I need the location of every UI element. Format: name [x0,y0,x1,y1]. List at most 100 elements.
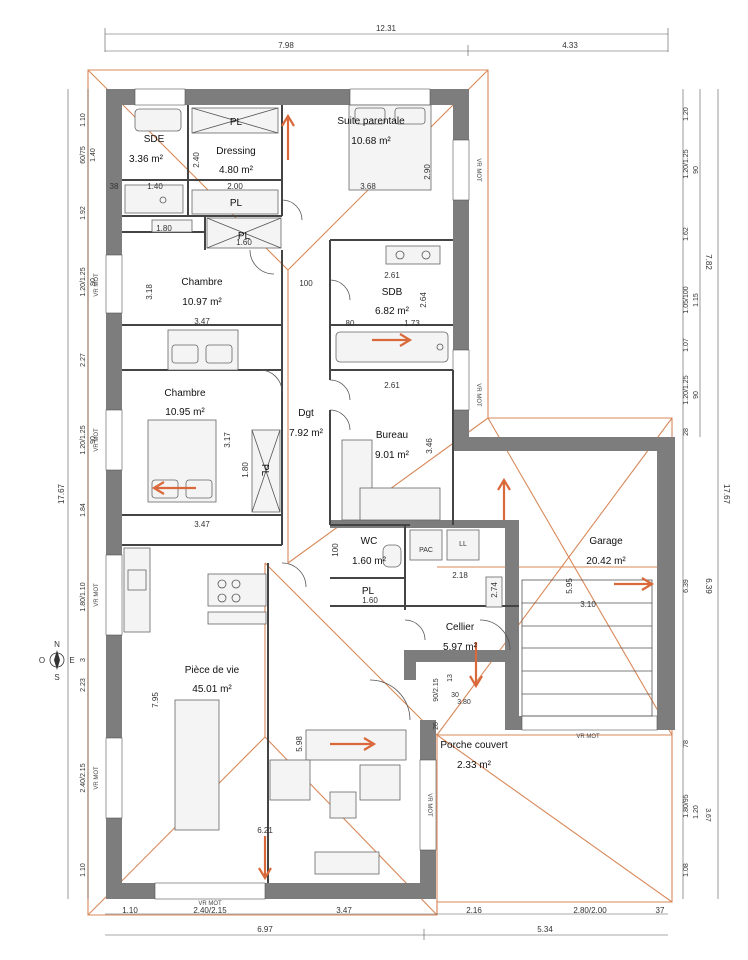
dim-left-5: 90 [90,278,97,286]
opening-arrows [151,113,655,881]
dim-top-left: 7.98 [278,41,294,50]
label-porche: Porche couvert [440,740,507,751]
dim-porche-26: 26 [433,722,440,730]
bottom-dimensions: 1.10 2.40/2.15 3.47 2.16 2.80/2.00 37 6.… [105,906,668,940]
dim-cellier-274: 2.74 [490,582,499,598]
dim-chambre1-h: 3.18 [145,284,154,300]
vrmot-garage: VR MOT [576,734,600,740]
area-bureau: 9.01 m² [375,450,410,461]
dim-right-15: 3.67 [704,808,711,822]
dim-right-3: 1.62 [683,227,690,241]
dim-bottom-3: 2.16 [466,906,482,915]
dim-right-total: 17.67 [722,484,731,505]
dim-right-11: 78 [683,740,690,748]
tag-pl-5: PL [362,586,375,597]
dim-vie-598: 5.98 [295,736,304,752]
dim-dgt-100: 100 [299,279,313,288]
dim-left-0: 1.10 [80,113,87,127]
area-sdb: 6.82 m² [375,306,410,317]
compass-icon: N S E O [39,640,75,682]
dim-pl-w: 1.60 [236,238,252,247]
label-chambre-2: Chambre [164,388,206,399]
area-dgt: 7.92 m² [289,428,324,439]
dim-bottom-5: 37 [656,906,665,915]
dim-left-10: 1.80/1.10 [80,582,87,611]
area-chambre-1: 10.97 m² [182,297,222,308]
area-sde: 3.36 m² [129,154,164,165]
room-labels: SDE 3.36 m² Dressing 4.80 m² Suite paren… [129,116,626,771]
area-wc: 1.60 m² [352,556,387,567]
dim-bottom-total-left: 6.97 [257,925,273,934]
right-dimensions: 17.67 7.82 6.39 1.20 1.20/1.25 90 1.62 1… [682,89,731,899]
label-chambre-1: Chambre [181,277,223,288]
dim-left-13: 2.40/2.15 [80,763,87,792]
dim-left-4: 1.20/1.25 [80,267,87,296]
dim-left-6: 2.27 [80,353,87,367]
vrmot-left-3: VR MOT [94,583,100,607]
dim-garage-595: 5.95 [565,578,574,594]
dim-left-8: 90 [90,436,97,444]
vrmot-left-1: VR MOT [94,273,100,297]
area-garage: 20.42 m² [586,556,626,567]
dim-left-total: 17.67 [57,483,66,504]
left-dimensions: 17.67 1.10 60/75 1.40 1.92 1.20/1.25 90 … [57,89,97,899]
tag-pl-1: PL [230,117,243,128]
dim-right-7: 1.20/1.25 [683,375,690,404]
dim-right-0: 1.20 [683,107,690,121]
dim-left-3: 1.92 [80,206,87,220]
area-cellier: 5.97 m² [443,642,478,653]
dim-right-1: 1.20/1.25 [683,149,690,178]
area-porche: 2.33 m² [457,760,492,771]
dim-bottom-2: 3.47 [336,906,352,915]
dim-sde-w: 1.40 [147,182,163,191]
dim-suite-w: 3.68 [360,182,376,191]
interior-partitions [122,105,519,883]
dim-bureau-346: 3.46 [425,438,434,454]
dim-right-12: 1.80/95 [683,794,690,817]
label-wc: WC [361,536,378,547]
dim-bottom-total-right: 5.34 [537,925,553,934]
fixtures [123,104,653,875]
dim-dressing-h: 2.40 [192,152,201,168]
dim-suite-h: 2.90 [423,164,432,180]
vrmot-right: VR MOT [475,383,481,407]
dim-dressing-w: 2.00 [227,182,243,191]
label-dgt: Dgt [298,408,314,419]
tag-ll: LL [459,541,467,548]
dim-right-6: 1.07 [683,338,690,352]
dim-right-10: 6.39 [683,579,690,593]
dim-right-total2: 6.39 [704,578,713,594]
dim-porche-380: 3.80 [457,699,471,706]
dim-bureau-261: 2.61 [384,381,400,390]
dim-chambre2-180: 1.80 [241,462,250,478]
dim-left-9: 1.84 [80,503,87,517]
compass-n: N [54,640,60,649]
vrmot-bottom: VR MOT [198,901,222,907]
label-garage: Garage [589,536,623,547]
dim-cellier-218: 2.18 [452,571,468,580]
dim-chambre1-w: 3.47 [194,317,210,326]
dim-porche-90: 90/2.15 [433,678,440,701]
dim-bottom-1: 2.40/2.15 [193,906,227,915]
dim-vie-621: 6.21 [257,826,273,835]
label-cellier: Cellier [446,622,475,633]
dim-wc-pl: 1.60 [362,596,378,605]
area-vie: 45.01 m² [192,684,232,695]
dim-right-2: 90 [693,166,700,174]
dim-chambre2-h: 3.17 [223,432,232,448]
dim-garage-310: 3.10 [580,600,596,609]
area-dressing: 4.80 m² [219,165,254,176]
dim-top-right: 4.33 [562,41,578,50]
area-suite: 10.68 m² [351,136,391,147]
dim-chambre2-w: 3.47 [194,520,210,529]
dim-left-2: 1.40 [90,148,97,162]
doors [249,199,511,721]
dim-right-13: 1.20 [693,805,700,819]
dim-bottom-0: 1.10 [122,906,138,915]
tag-pl-4: PL [259,464,270,477]
compass-s: S [54,673,59,682]
interior-dimensions: 1.40 2.00 3.68 2.90 2.40 38 1.80 1.60 3.… [110,152,597,835]
dim-left-11: 3 [80,658,87,662]
dim-left-7: 1.20/1.25 [80,425,87,454]
